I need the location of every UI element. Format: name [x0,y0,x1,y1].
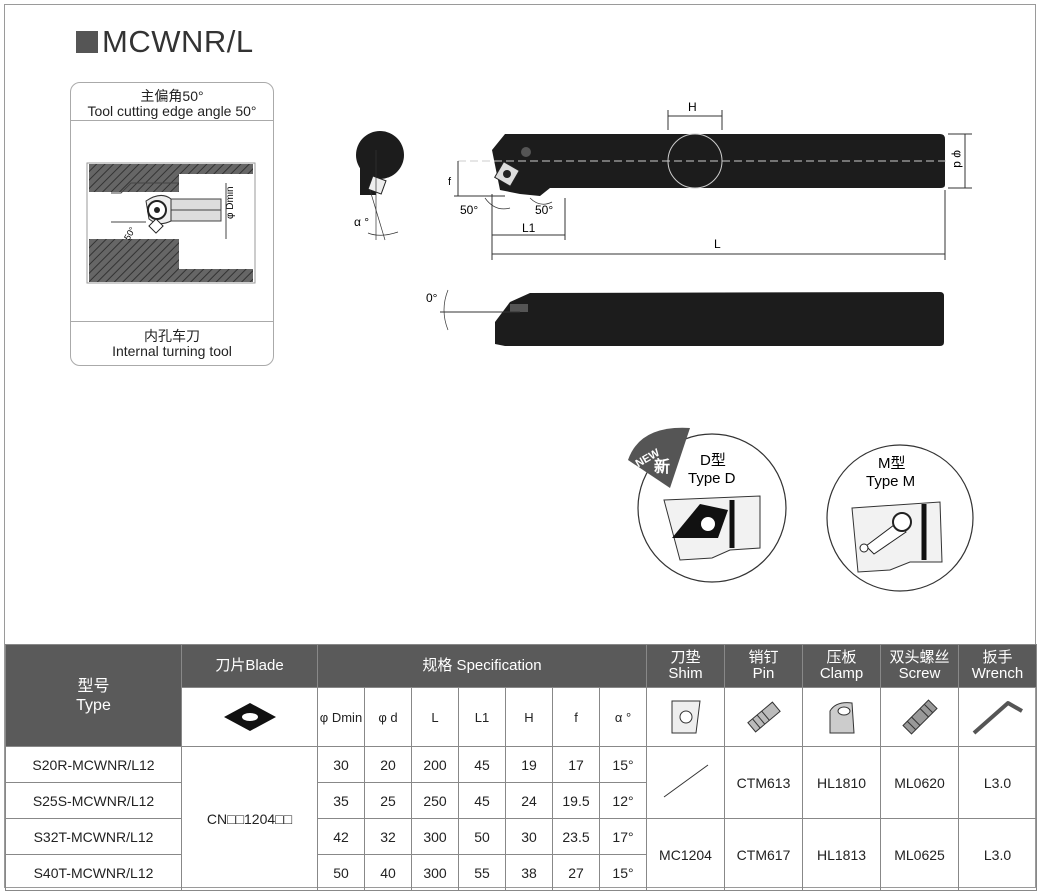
sub-header-dmin: φ Dmin [317,687,365,747]
wrench-value: L3.0 [958,818,1038,891]
type-d-en: Type D [688,470,736,487]
sub-header-L: L [411,687,459,747]
angle-right-label: 50° [535,203,553,217]
type-m-badge: M型 Type M [826,444,974,592]
screw-value: ML0625 [880,818,960,891]
pin-value: CTM617 [724,818,804,891]
card-footer-en: Internal turning tool [112,343,232,359]
bar-side-view [495,292,944,346]
new-cn-text: 新 [654,457,670,476]
zero-deg-label: 0° [426,291,438,305]
L1-label: L1 [522,221,536,235]
row-type: S25S-MCWNR/L12 [5,782,182,819]
wrench-value: L3.0 [958,746,1038,819]
sub-header-alpha: α ° [598,687,648,747]
type-m-pin-icon [892,512,912,532]
L-label: L [714,237,721,251]
H-label: H [688,100,697,114]
cutting-angle-card: 主偏角50° Tool cutting edge angle 50° [70,82,274,366]
type-d-badge: NEW 新 D型 Type D [628,427,787,583]
page-title: MCWNR/L [76,24,254,60]
table-subheader-row: φ Dmin φ d L L1 H f α ° [6,687,1038,747]
blade-icon [181,687,318,747]
type-header-cn: 型号 [77,677,110,695]
clamp-value: HL1810 [802,746,882,819]
new-ribbon [628,427,690,488]
title-square-icon [76,31,98,53]
dmin-label: φ Dmin [225,186,236,219]
sub-header-d: φ d [364,687,412,747]
row-type: S32T-MCWNR/L12 [5,818,182,855]
f-label: f [448,176,452,188]
sub-header-L1: L1 [458,687,506,747]
screw-icon [880,687,960,747]
card-title-cn: 主偏角50° [140,88,204,104]
type-header-en: Type [76,696,111,714]
type-d-cn: D型 [700,452,726,469]
card-footer-cn: 内孔车刀 [144,328,200,344]
type-m-cn: M型 [878,455,906,472]
bore-diagram: φ Dmin 50° [71,121,273,321]
type-m-en: Type M [866,473,915,490]
title-text: MCWNR/L [102,24,254,59]
phi-d-label: φ d [951,150,965,168]
tool-drawing: α ° H φ d f 50° 50° L1 L 0° [354,100,972,346]
spec-header: 规格 Specification [316,644,648,688]
clamp-value: HL1813 [802,818,882,891]
alpha-label: α ° [354,215,369,229]
pin-icon [724,687,804,747]
shim-value: MC1204 [646,818,726,891]
pin-value: CTM613 [724,746,804,819]
sub-header-H: H [505,687,553,747]
card-header: 主偏角50° Tool cutting edge angle 50° [71,83,273,121]
screw-value: ML0620 [880,746,960,819]
row-type: S20R-MCWNR/L12 [5,746,182,783]
angle-left-label: 50° [460,203,478,217]
type-header: 型号 Type [5,644,182,747]
card-footer: 内孔车刀 Internal turning tool [71,321,273,365]
shim-icon [646,687,726,747]
bar-top-view [492,134,945,196]
blade-code: CN□□1204□□ [181,746,318,891]
wrench-icon [958,687,1038,747]
row-type: S40T-MCWNR/L12 [5,854,182,891]
card-title-en: Tool cutting edge angle 50° [87,103,257,119]
blade-header: 刀片Blade [181,644,318,688]
shim-none [646,746,726,819]
clamp-icon [802,687,882,747]
sub-header-f: f [552,687,600,747]
